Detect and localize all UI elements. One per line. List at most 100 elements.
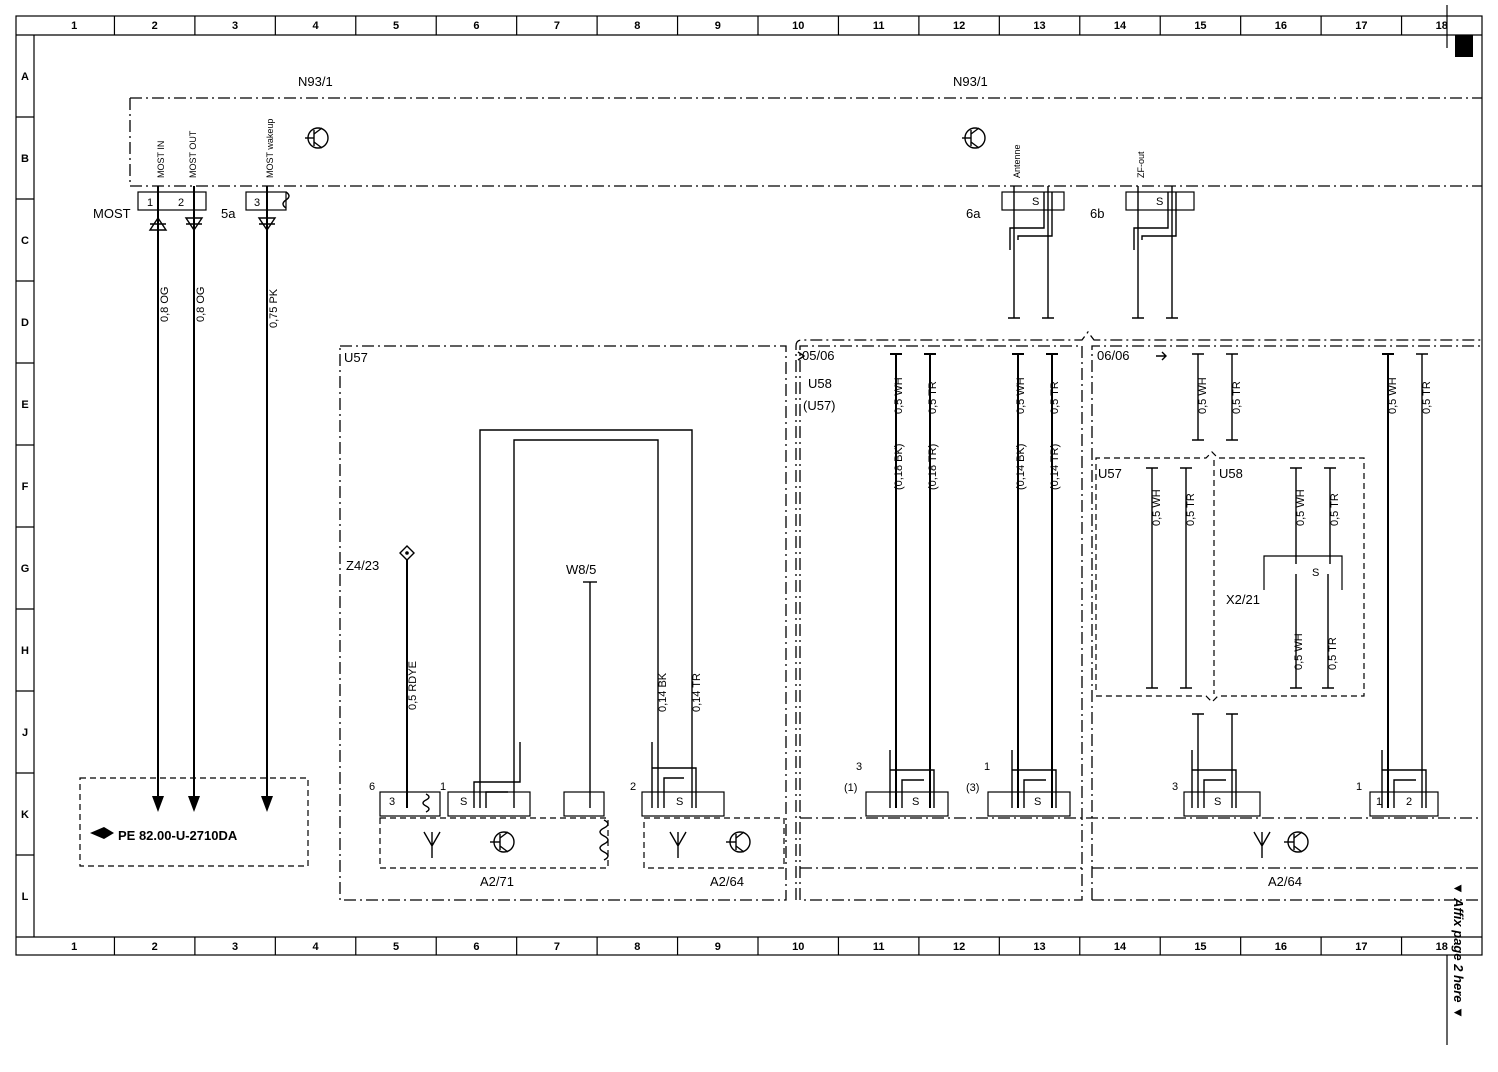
transistor-icon xyxy=(490,831,515,853)
row-letter: J xyxy=(22,727,28,739)
module-u57: U57 Z4/23 0,5 RDYE W8/5 0,14 BK 0,14 TR … xyxy=(339,345,787,901)
column-number: 17 xyxy=(1355,20,1367,32)
u57-inner-label: U57 xyxy=(1098,466,1122,481)
wire-label: 0,5 WH xyxy=(1197,377,1209,414)
shield-label: S xyxy=(1214,796,1221,808)
module-n93-1: N93/1 N93/1 MOST IN MOST OUT MOST wakeup… xyxy=(129,74,1482,187)
wire-label: 0,14 TR xyxy=(691,673,703,712)
column-number: 2 xyxy=(152,941,158,953)
transistor-icon xyxy=(305,127,329,149)
wire-label: 0,75 PK xyxy=(268,288,280,328)
pin-label: 2 xyxy=(1406,796,1412,808)
row-letter: G xyxy=(21,563,30,575)
pin-label: (3) xyxy=(966,782,979,794)
row-letter: H xyxy=(21,645,29,657)
column-number: 7 xyxy=(554,941,560,953)
wire-label: 0,5 TR xyxy=(1421,381,1433,414)
shield-label: S xyxy=(1032,196,1039,208)
signal-most-in: MOST IN xyxy=(156,141,166,178)
connector-most-label: MOST xyxy=(93,206,131,221)
column-number: 11 xyxy=(873,941,885,953)
reference-code: PE 82.00-U-2710DA xyxy=(118,828,238,843)
pin-label: 1 xyxy=(1356,781,1362,793)
wire-label: 0,5 TR xyxy=(927,381,939,414)
u58-paren-label: (U57) xyxy=(803,398,836,413)
n93-1-label-right: N93/1 xyxy=(953,74,988,89)
connector-5a-label: 5a xyxy=(221,206,236,221)
row-letter: E xyxy=(21,399,28,411)
transistor-icon xyxy=(726,831,751,853)
a2-64-label-left: A2/64 xyxy=(710,874,744,889)
transistor-icon xyxy=(962,127,986,149)
wire-label: (0,18 BK) xyxy=(893,444,905,490)
u57-label: U57 xyxy=(344,350,368,365)
column-number: 12 xyxy=(953,20,965,32)
shield-label: S xyxy=(1034,796,1041,808)
connector-6b-label: 6b xyxy=(1090,206,1104,221)
wire-label: 0,5 TR xyxy=(1329,493,1341,526)
column-number: 15 xyxy=(1194,941,1206,953)
column-number: 14 xyxy=(1114,941,1127,953)
signal-zf-out: ZF-out xyxy=(1136,151,1146,178)
antenna-connectors: 6a 6b S S xyxy=(966,186,1195,319)
wire-label: 0,5 RDYE xyxy=(407,661,419,710)
column-number: 1 xyxy=(71,941,77,953)
column-number: 11 xyxy=(873,20,885,32)
wire-label: 0,5 TR xyxy=(1049,381,1061,414)
column-number: 2 xyxy=(152,20,158,32)
reference-box: PE 82.00-U-2710DA xyxy=(79,777,309,867)
signal-most-out: MOST OUT xyxy=(188,130,198,178)
wire-label: (0,14 BK) xyxy=(1015,444,1027,490)
antenna-icon xyxy=(1253,831,1271,858)
pin-label: 3 xyxy=(1172,781,1178,793)
row-letter: K xyxy=(21,809,29,821)
w8-5-label: W8/5 xyxy=(566,562,596,577)
wire-label: 0,5 TR xyxy=(1231,381,1243,414)
column-number: 18 xyxy=(1436,941,1448,953)
affix-note: ▼ Affix page 2 here ▼ xyxy=(1451,882,1466,1019)
row-letter: C xyxy=(21,235,29,247)
column-number: 1 xyxy=(71,20,77,32)
wire-label: 0,5 WH xyxy=(1293,633,1305,670)
pin-label: 6 xyxy=(369,781,375,793)
column-number: 3 xyxy=(232,941,238,953)
row-letter: B xyxy=(21,153,29,165)
shield-label: S xyxy=(1156,196,1163,208)
wire-label: 0,5 WH xyxy=(1387,377,1399,414)
most-connector: MOST 5a 1 2 3 0,8 OG 0,8 OG 0,75 PK xyxy=(93,186,290,812)
column-number: 9 xyxy=(715,941,721,953)
column-number: 5 xyxy=(393,20,399,32)
a2-64-label-right: A2/64 xyxy=(1268,874,1302,889)
pin-label: 3 xyxy=(856,761,862,773)
column-number: 4 xyxy=(312,20,319,32)
n93-1-label-left: N93/1 xyxy=(298,74,333,89)
column-number: 6 xyxy=(473,941,479,953)
u58-inner-label: U58 xyxy=(1219,466,1243,481)
page-ref-05-06: 05/06 xyxy=(802,348,835,363)
wire-label: 0,8 OG xyxy=(195,287,207,322)
column-number: 7 xyxy=(554,20,560,32)
pin-label: 1 xyxy=(440,781,446,793)
u58-label: U58 xyxy=(808,376,832,391)
page-marker xyxy=(1455,35,1473,57)
row-letter: A xyxy=(21,71,29,83)
wire-label: 0,5 TR xyxy=(1327,637,1339,670)
pin-label: (1) xyxy=(844,782,857,794)
column-number: 4 xyxy=(312,941,319,953)
wire-label: 0,5 TR xyxy=(1185,493,1197,526)
wire-label: 0,5 WH xyxy=(1015,377,1027,414)
shield-label: S xyxy=(460,796,467,808)
x2-21-label: X2/21 xyxy=(1226,592,1260,607)
pin-label: 3 xyxy=(254,197,260,209)
column-number: 10 xyxy=(792,20,804,32)
shield-label: S xyxy=(676,796,683,808)
wire-label: 0,5 WH xyxy=(893,377,905,414)
pin-label: 3 xyxy=(389,796,395,808)
wire-label: 0,5 WH xyxy=(1295,489,1307,526)
column-number: 13 xyxy=(1033,941,1045,953)
module-u58: 05/06 U58 (U57) 06/06 0,5 WH 0,5 TR (0,1… xyxy=(795,330,1482,901)
wire-label: (0,14 TR) xyxy=(1049,444,1061,490)
